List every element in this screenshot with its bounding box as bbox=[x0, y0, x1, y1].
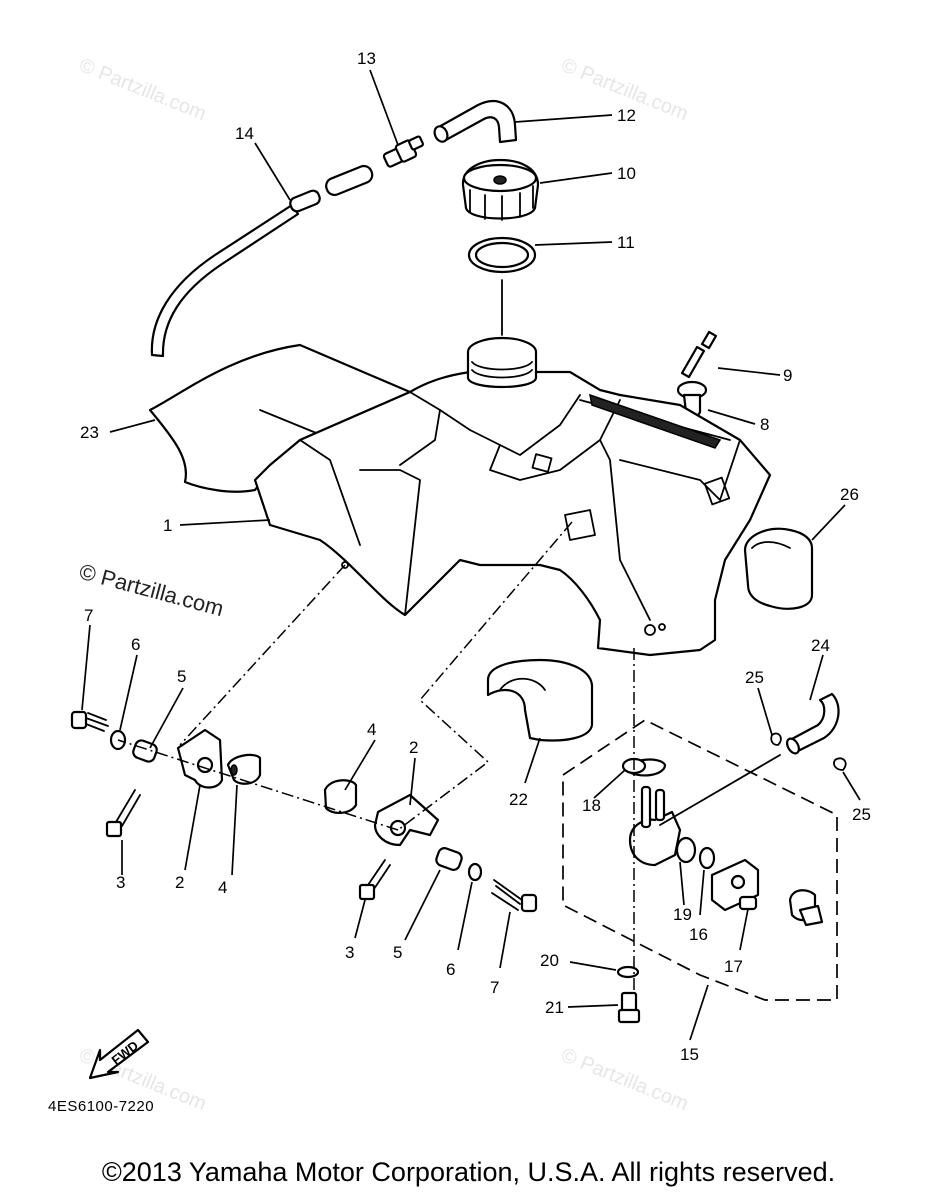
left-bolt-3 bbox=[105, 820, 123, 838]
tank-damper-26 bbox=[743, 527, 814, 610]
hose-end bbox=[433, 125, 449, 143]
callout-20: 20 bbox=[540, 951, 559, 970]
cap-gasket bbox=[467, 236, 537, 274]
callout-17: 17 bbox=[724, 957, 743, 976]
callout-18: 18 bbox=[582, 796, 601, 815]
callout-4: 4 bbox=[218, 878, 227, 897]
callout-11: 11 bbox=[617, 233, 635, 252]
callout-22: 22 bbox=[509, 790, 528, 809]
callout-13: 13 bbox=[357, 49, 376, 68]
left-bracket-assembly bbox=[70, 710, 262, 838]
filter-19 bbox=[675, 836, 697, 864]
watermark: © Partzilla.com bbox=[558, 1044, 691, 1115]
elbow-hose bbox=[435, 99, 518, 144]
middle-damper-4 bbox=[323, 779, 358, 814]
callout-15: 15 bbox=[680, 1045, 699, 1064]
callout-14: 14 bbox=[235, 124, 254, 143]
fuel-tank bbox=[253, 336, 772, 657]
hose-clip-25 bbox=[770, 732, 782, 746]
bolt-9 bbox=[680, 330, 718, 379]
callout-5: 5 bbox=[177, 667, 186, 686]
middle-bracket-2 bbox=[373, 793, 440, 847]
fuel-cock-body bbox=[628, 810, 682, 867]
left-bolt-7 bbox=[70, 710, 88, 730]
left-damper-4 bbox=[226, 753, 262, 785]
fuel-hose-24 bbox=[788, 692, 840, 754]
check-valve bbox=[382, 135, 424, 168]
callout-3: 3 bbox=[345, 943, 354, 962]
callout-7: 7 bbox=[490, 978, 499, 997]
callout-6: 6 bbox=[446, 960, 455, 979]
part-code: 4ES6100-7220 bbox=[48, 1098, 155, 1115]
watermark-dark: © Partzilla.com bbox=[77, 559, 227, 622]
watermark: © Partzilla.com bbox=[76, 54, 209, 125]
joint-pipe bbox=[325, 164, 374, 197]
callout-6: 6 bbox=[131, 635, 140, 654]
callout-3: 3 bbox=[116, 873, 125, 892]
callout-24: 24 bbox=[811, 636, 830, 655]
callout-16: 16 bbox=[689, 925, 708, 944]
hose-clip-25 bbox=[833, 757, 847, 771]
callout-1: 1 bbox=[163, 516, 172, 535]
callout-8: 8 bbox=[760, 415, 769, 434]
middle-bracket-assembly bbox=[323, 779, 538, 913]
middle-collar-5 bbox=[435, 847, 463, 871]
middle-bolt-7 bbox=[520, 893, 538, 913]
callout-9: 9 bbox=[783, 366, 792, 385]
callout-12: 12 bbox=[617, 106, 636, 125]
fuel-cock-assembly bbox=[562, 648, 838, 1024]
breather-hose bbox=[150, 203, 300, 358]
drain-bolt-21 bbox=[617, 991, 641, 1024]
middle-washer-6 bbox=[467, 862, 483, 882]
callout-21: 21 bbox=[545, 998, 564, 1017]
callout-26: 26 bbox=[840, 485, 859, 504]
callout-23: 23 bbox=[80, 423, 99, 442]
callout-4: 4 bbox=[367, 720, 376, 739]
middle-bolt-3 bbox=[358, 883, 376, 901]
callout-7: 7 bbox=[84, 606, 93, 625]
callout-2: 2 bbox=[175, 873, 184, 892]
tank-damper-22 bbox=[486, 658, 594, 742]
callout-19: 19 bbox=[673, 905, 692, 924]
copyright-notice: ©2013 Yamaha Motor Corporation, U.S.A. A… bbox=[101, 1157, 836, 1187]
callout-2: 2 bbox=[409, 738, 418, 757]
washer-20 bbox=[616, 965, 640, 979]
callout-10: 10 bbox=[617, 164, 636, 183]
left-collar-5 bbox=[132, 739, 158, 763]
screw-17 bbox=[738, 895, 758, 911]
hose-tip bbox=[289, 189, 321, 213]
callout-5: 5 bbox=[393, 943, 402, 962]
o-ring-16 bbox=[698, 846, 716, 870]
callout-25: 25 bbox=[745, 668, 764, 687]
callout-25: 25 bbox=[852, 805, 871, 824]
fuel-cap bbox=[461, 158, 540, 221]
